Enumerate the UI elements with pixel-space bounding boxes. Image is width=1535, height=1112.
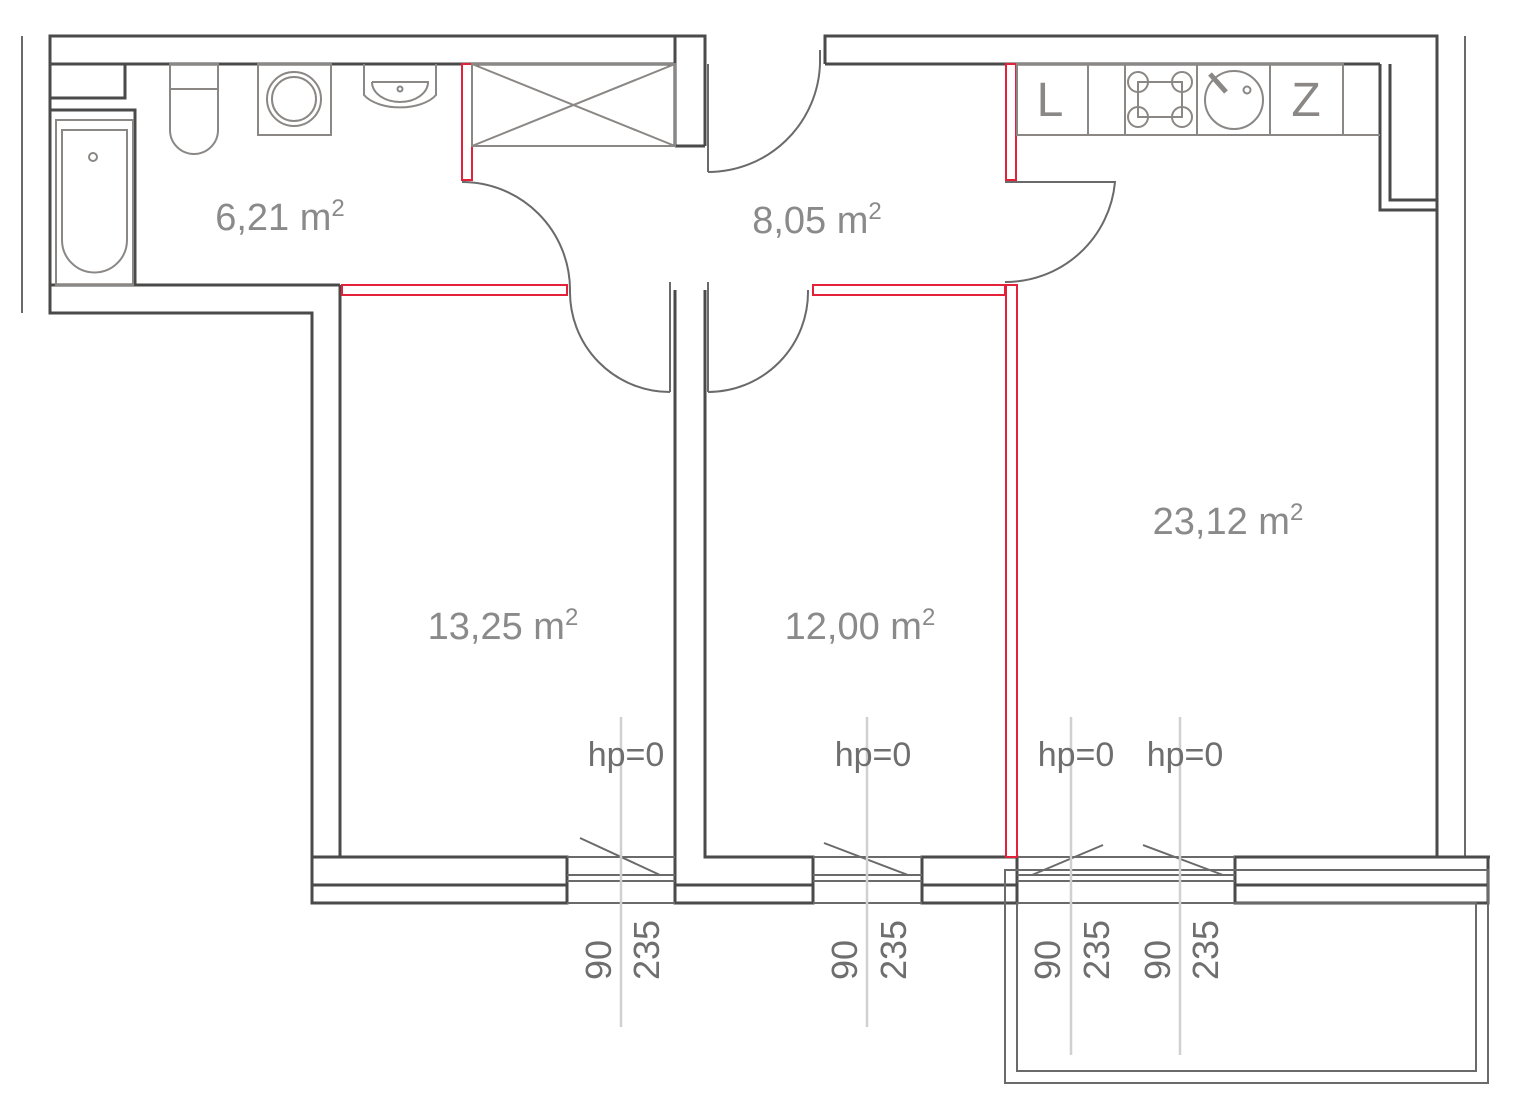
- new-partition-walls: [341, 63, 1018, 858]
- window-2-sill: 90: [824, 940, 865, 980]
- bathroom-fixtures: [55, 63, 676, 286]
- window-4-sill: 90: [1137, 940, 1178, 980]
- room-area-bathroom: 6,21 m2: [215, 195, 345, 239]
- window-3-hp: hp=0: [1038, 736, 1115, 774]
- exterior-walls: [21, 34, 1490, 905]
- balcony: [1004, 869, 1489, 1084]
- cooktop-icon: [1127, 71, 1193, 128]
- window-guides: [619, 717, 1182, 1055]
- window-4-height: 235: [1185, 920, 1226, 980]
- room-area-hall: 8,05 m2: [752, 198, 882, 242]
- room-area-bedroom-1: 13,25 m2: [428, 604, 579, 648]
- cabinet-label: Z: [1291, 74, 1320, 127]
- window-3-height: 235: [1076, 920, 1117, 980]
- kitchen-door: [1004, 181, 1117, 284]
- room-area-bedroom-2: 12,00 m2: [785, 604, 936, 648]
- bathroom-door: [461, 181, 571, 291]
- window-2-height: 235: [873, 920, 914, 980]
- doors: [461, 50, 1117, 393]
- toilet-icon: [169, 63, 219, 155]
- bedroom-1-door: [568, 289, 671, 393]
- window-2-hp: hp=0: [835, 736, 912, 774]
- entrance-door: [707, 63, 821, 173]
- window-1-height: 235: [626, 920, 667, 980]
- window-3-sill: 90: [1027, 940, 1068, 980]
- window-1-sill: 90: [578, 940, 619, 980]
- kitchen-sink-icon: [1204, 70, 1264, 130]
- window-4-hp: hp=0: [1147, 736, 1224, 774]
- bathtub-icon: [55, 119, 134, 286]
- shower-icon: [471, 63, 676, 147]
- window-1-hp: hp=0: [588, 736, 665, 774]
- washing-machine-icon: [257, 63, 332, 136]
- bedroom-2-door: [707, 289, 810, 393]
- sink-icon: [363, 64, 437, 109]
- fridge-label: L: [1037, 74, 1064, 127]
- kitchen-fixtures: [1016, 63, 1380, 136]
- room-area-living-kitchen: 23,12 m2: [1153, 499, 1304, 543]
